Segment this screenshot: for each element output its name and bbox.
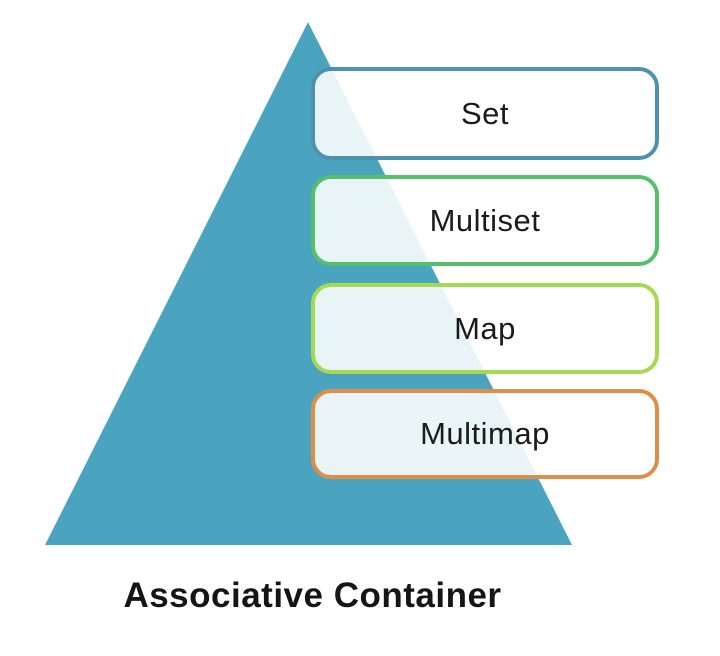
level-label-multiset: Multiset	[429, 202, 541, 238]
pyramid-level-multiset: Multiset	[311, 175, 659, 266]
diagram-title: Associative Container	[123, 576, 502, 615]
pyramid-level-map: Map	[311, 283, 659, 374]
pyramid-level-set: Set	[311, 67, 659, 160]
level-label-multimap: Multimap	[420, 416, 550, 451]
pyramid-level-multimap: Multimap	[311, 389, 659, 479]
level-label-map: Map	[454, 310, 516, 346]
level-label-set: Set	[460, 95, 510, 131]
